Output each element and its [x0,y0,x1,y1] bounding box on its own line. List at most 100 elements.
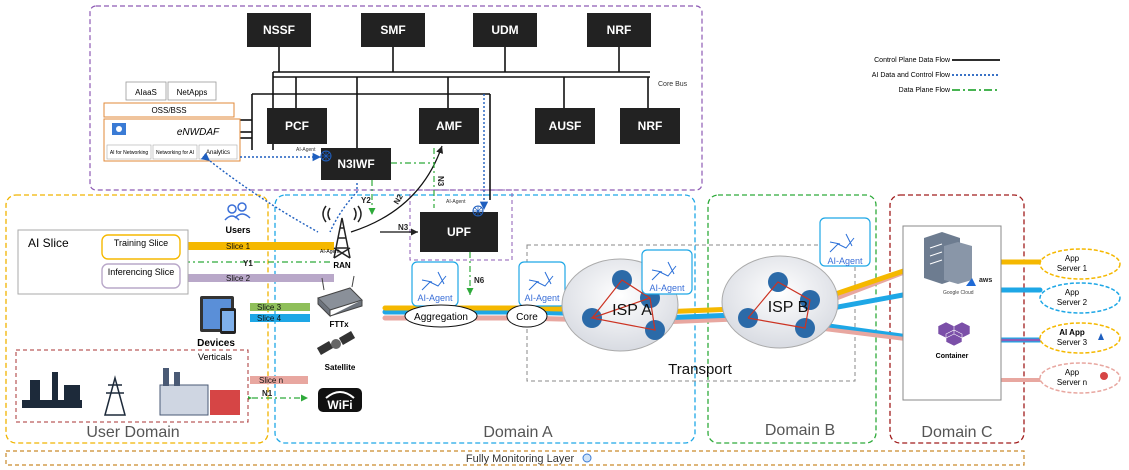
oss-bss-label: OSS/BSS [151,106,186,115]
app-server-2-line1: App [1065,288,1080,297]
isp-b-cloud [721,255,839,349]
wifi-icon [318,388,362,412]
slice-4-label: Slice 4 [257,314,282,323]
isp-a-label: ISP A [612,302,652,319]
fttx-router-icon [317,275,363,318]
upf-ai-agent-label: AI-Agent [446,199,466,205]
n3iwf-ai-agent-icon [320,150,332,162]
container-label: Container [936,353,969,360]
domain-c-frame [889,194,1025,444]
slice-bands [184,242,334,384]
devices-label: Devices [197,338,235,349]
training-slice-box [101,234,181,260]
verticals-icons [22,368,240,416]
core-ai-agent-icon [518,261,566,307]
networking-for-ai-box [152,144,198,160]
legend-data-plane-label: Data Plane Flow [899,87,951,94]
inferencing-slice-box [101,263,181,289]
analytics-label: Analytics [206,150,230,156]
google-cloud-label: Google Cloud [943,290,974,296]
app-server-n-line1: App [1065,368,1080,377]
app-badge-icon [1100,372,1108,380]
aiaas-label: AIaaS [135,88,157,97]
enwdaf-label: eNWDAF [177,127,220,138]
ran-ai-agent-label: AI-Agent [320,249,340,255]
oss-bss-box [103,102,235,118]
devices-icon [200,296,236,334]
aggregation-node [404,304,478,328]
slice-n-label: Slice n [259,376,283,385]
core-node [506,304,548,328]
amf-box [419,108,479,144]
training-slice-label: Training Slice [114,238,168,248]
n3-upf-label: N3 [436,176,445,187]
core-network-functions [247,13,680,252]
ausf-box [535,108,595,144]
domain-b-title: Domain B [765,422,835,439]
n3-label: N3 [398,223,409,232]
app-server-2 [1039,282,1121,314]
user-domain-title: User Domain [86,424,179,441]
core-label: Core [516,312,538,323]
amf-label: AMF [436,119,462,133]
satellite-icon [316,331,356,355]
inferencing-slice-label: Inferencing Slice [108,267,175,277]
data-plane-links [176,148,474,402]
smf-box [361,13,425,47]
nrf-top-label: NRF [607,23,632,37]
slice-3-label: Slice 3 [257,303,282,312]
app-server-1-line2: Server 1 [1057,264,1088,273]
enwdaf-icon [112,123,126,135]
monitoring-layer-label: Fully Monitoring Layer [466,453,575,465]
nrf-bottom-box [620,108,680,144]
transport-ai-agent-label: AI-Agent [649,283,685,293]
y1-label: Y1 [243,259,253,268]
legend-control-plane-label: Control Plane Data Flow [874,57,951,64]
nssf-label: NSSF [263,23,295,37]
monitoring-icon [582,453,592,463]
upf-frame [409,189,513,261]
slice-1-band [184,242,334,250]
nrf-top-box [587,13,651,47]
n1-label: N1 [262,389,273,398]
users-icon [224,202,251,221]
upf-ai-agent-icon [472,205,484,217]
udm-label: UDM [491,23,518,37]
slice-2-label: Slice 2 [226,274,251,283]
aggregation-ai-agent-label: AI-Agent [417,293,453,303]
wifi-label: WiFi [327,398,352,412]
ausf-label: AUSF [549,119,582,133]
container-icon [937,321,971,347]
domain-a-title: Domain A [483,424,553,441]
y2-label: Y2 [361,196,371,205]
core-network-frame [89,5,703,191]
ai-for-networking-box [106,144,152,160]
monitoring-layer-frame [5,450,1025,466]
udm-box [473,13,537,47]
aggregation-label: Aggregation [414,312,468,323]
core-bus-label: Core Bus [658,81,688,88]
ai-slice-label: AI Slice [28,236,69,250]
app-server-n [1039,362,1121,394]
domain-c-title: Domain C [921,424,992,441]
networking-for-ai-label: Networking for AI [156,150,194,156]
flask-icon [1098,333,1104,340]
transport-frame [526,244,856,382]
slice-n-band [250,376,308,384]
nssf-box [247,13,311,47]
server-stack-icon [924,232,972,284]
ran-tower-icon [322,205,362,259]
app-server-2-line2: Server 2 [1057,298,1088,307]
users-label: Users [225,225,250,235]
slice-4-band [250,314,310,322]
control-plane-links [350,145,444,236]
ai-for-networking-label: AI for Networking [110,150,149,156]
legend: Control Plane Data Flow AI Data and Cont… [872,57,1000,94]
smf-label: SMF [380,23,405,37]
slice-1-label: Slice 1 [226,242,251,251]
fttx-label: FTTx [329,320,349,329]
n3iwf-box [321,148,391,180]
app-server-1 [1039,248,1121,280]
aws-label: aws [979,277,992,284]
slice-2-band [184,274,334,282]
